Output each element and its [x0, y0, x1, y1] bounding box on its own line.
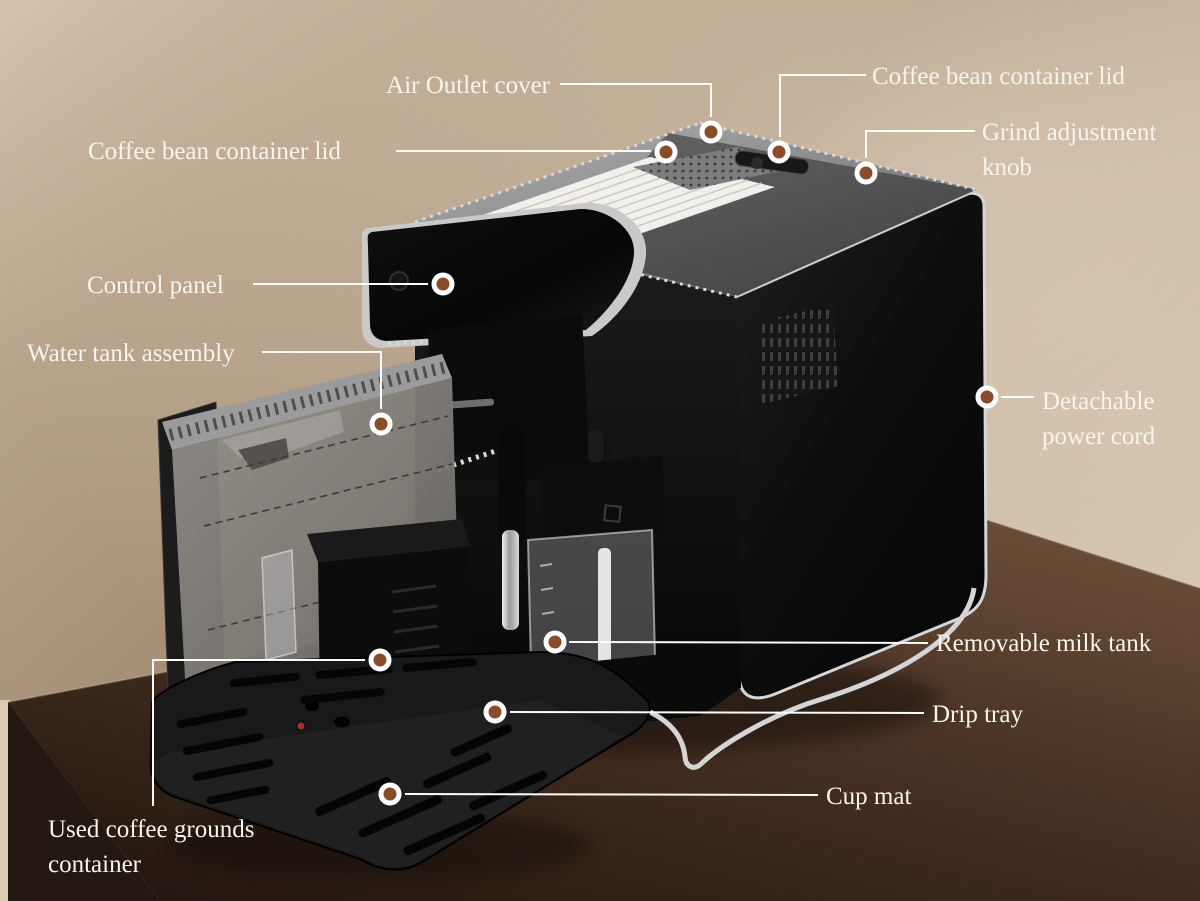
callout-marker-drip-tray	[483, 700, 507, 724]
milk-tank-tube	[598, 548, 611, 688]
tray-slot	[206, 785, 270, 805]
callout-label-cup-mat: Cup mat	[826, 783, 911, 810]
tray-slot	[469, 770, 548, 811]
callout-line-water-tank	[262, 351, 382, 409]
grounds-vent-lines	[391, 584, 440, 654]
water-filter	[261, 549, 297, 661]
callout-label-drip-tray: Drip tray	[932, 701, 1023, 728]
control-panel	[367, 208, 635, 341]
milk-tank-lid	[540, 456, 666, 542]
tray-indicator-light	[296, 721, 306, 731]
control-panel-camera	[389, 271, 409, 291]
tray-slot	[176, 707, 248, 729]
water-tank-notch	[238, 438, 289, 470]
callout-line-air-outlet-cover	[560, 83, 712, 117]
callout-marker-control-panel	[431, 272, 455, 296]
callout-line-grind-knob	[865, 130, 975, 158]
callout-label-control-panel: Control panel	[87, 272, 224, 299]
callout-label-milk-tank: Removable milk tank	[936, 630, 1152, 657]
callout-line-bean-lid-right	[779, 74, 866, 137]
milk-tank-nozzle-left	[588, 430, 603, 462]
callout-marker-air-outlet-cover	[699, 120, 723, 144]
tray-hole-left	[305, 701, 319, 711]
tray-slot	[315, 776, 392, 816]
steam-wand	[502, 530, 519, 630]
callout-marker-grounds-container	[368, 648, 392, 672]
callout-line-drip-tray	[509, 711, 925, 714]
callout-marker-water-tank	[369, 412, 393, 436]
callout-marker-bean-lid-right	[767, 140, 791, 164]
tray-slot	[358, 795, 442, 838]
callout-marker-bean-lid-left	[654, 140, 678, 164]
callout-marker-grind-knob	[854, 161, 878, 185]
callout-label-bean-lid-right: Coffee bean container lid	[872, 63, 1125, 90]
callout-marker-cup-mat	[378, 782, 402, 806]
housing-serration	[437, 445, 506, 473]
tray-slot	[422, 752, 492, 789]
milk-tank-nozzle-right	[610, 428, 625, 460]
steam-wand-cap	[498, 424, 526, 542]
tray-slot	[402, 658, 477, 672]
tray-slots	[176, 658, 548, 856]
water-level-line-2	[203, 463, 453, 527]
tray-slot	[192, 758, 274, 782]
tray-hole-right	[334, 716, 350, 728]
vent-grille-slots	[757, 305, 838, 404]
table-backdrop-strip	[0, 700, 10, 901]
callout-label-water-tank: Water tank assembly	[27, 340, 235, 367]
callout-marker-power-cord	[975, 385, 999, 409]
water-level-line-1	[199, 415, 449, 479]
callout-line-milk-tank	[568, 641, 929, 644]
grind-knob	[751, 157, 763, 169]
brand-mark	[450, 398, 495, 409]
water-tank-handle	[222, 410, 344, 458]
water-tank-rim-ribs	[168, 361, 448, 441]
base-trim-curve	[648, 587, 977, 770]
callout-line-grounds-container	[152, 659, 365, 806]
water-level-line-3	[207, 567, 457, 631]
milk-tank-emblem	[603, 504, 622, 523]
brew-housing	[428, 316, 590, 482]
callout-line-cup-mat	[404, 793, 819, 796]
callout-marker-milk-tank	[543, 630, 567, 654]
top-face-front-edge	[736, 189, 979, 298]
milk-tank-scale	[539, 563, 555, 615]
callout-label-bean-lid-left: Coffee bean container lid	[88, 138, 341, 165]
top-edge-left-serration	[414, 121, 701, 224]
tray-slot	[182, 732, 264, 756]
grounds-container-top	[307, 519, 470, 562]
tray-slot	[403, 813, 485, 856]
tray-slot	[450, 724, 512, 757]
tray-slot	[300, 687, 385, 704]
callout-label-air-outlet-cover: Air Outlet cover	[386, 72, 551, 99]
tray-slot	[230, 672, 300, 688]
